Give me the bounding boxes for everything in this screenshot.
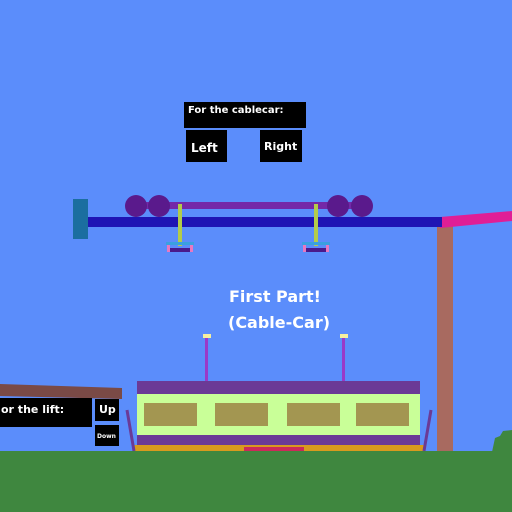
ground-bump xyxy=(492,430,512,452)
hanger-rod xyxy=(178,204,182,246)
lift-controls-label: or the lift: xyxy=(0,398,92,427)
lift-platform xyxy=(0,384,122,399)
pink-rail xyxy=(440,211,512,228)
trolley-wheel xyxy=(327,195,349,217)
car-window xyxy=(356,403,409,426)
level-heading-line1: First Part! xyxy=(229,287,321,306)
ground xyxy=(0,451,512,512)
cablecar-left-button[interactable]: Left xyxy=(186,130,227,162)
car-window xyxy=(215,403,268,426)
rail-end-block xyxy=(73,199,88,239)
cablecar-right-button[interactable]: Right xyxy=(260,130,302,162)
hook-right xyxy=(302,242,330,252)
trolley-wheel xyxy=(125,195,147,217)
trolley-wheel xyxy=(351,195,373,217)
cable-car xyxy=(125,334,433,452)
trolley-wheel xyxy=(148,195,170,217)
car-window xyxy=(144,403,197,426)
cablecar-controls-label: For the cablecar: xyxy=(184,102,306,128)
lift-up-button[interactable]: Up xyxy=(95,399,119,421)
cable-rail xyxy=(86,217,442,227)
car-floor xyxy=(137,435,420,445)
car-window xyxy=(287,403,340,426)
car-antenna xyxy=(342,338,345,386)
car-antenna xyxy=(205,338,208,386)
hanger-rod xyxy=(314,204,318,246)
car-roof xyxy=(137,381,420,394)
support-pole xyxy=(437,225,453,453)
hook-left xyxy=(166,242,194,252)
lift-down-button[interactable]: Down xyxy=(95,425,119,446)
trolley-bar xyxy=(131,202,371,209)
level-heading-line2: (Cable-Car) xyxy=(228,313,331,332)
